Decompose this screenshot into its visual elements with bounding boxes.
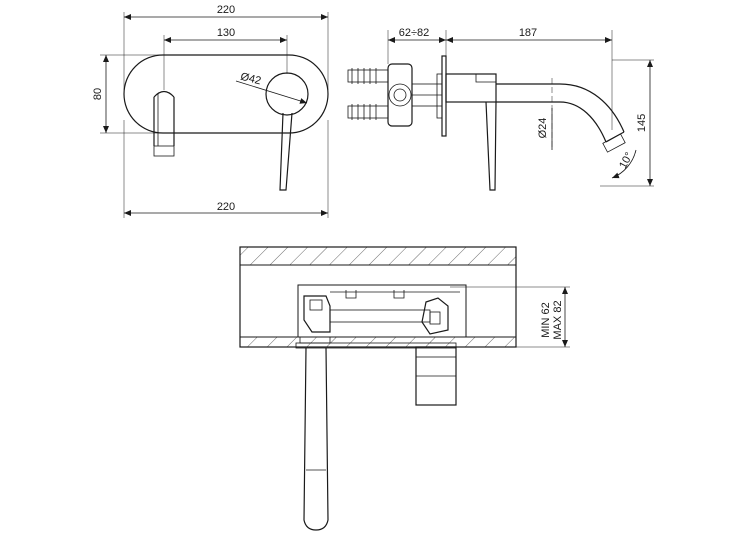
inlet-connectors <box>347 68 389 120</box>
label-42: Ø42 <box>239 71 262 88</box>
wall-plate <box>123 54 329 134</box>
dim-arc-10 <box>611 149 637 179</box>
top-view: MIN 62 MAX 82 <box>239 246 570 531</box>
valve-body <box>387 63 413 127</box>
label-80: 80 <box>92 88 104 100</box>
lever-side <box>485 101 497 191</box>
front-view: 220 130 80 Ø42 220 <box>92 4 329 218</box>
spout-top <box>415 346 457 406</box>
label-145: 145 <box>636 114 648 132</box>
label-10-deg: 10° <box>617 150 635 170</box>
lever-front <box>279 112 293 191</box>
wall-hatch-bottom <box>239 336 517 348</box>
label-220-bottom: 220 <box>217 201 235 213</box>
label-max-82: MAX 82 <box>552 300 564 339</box>
wall-plate-side <box>441 55 447 137</box>
side-view: 62÷82 187 Ø24 145 10° <box>347 27 654 191</box>
label-62-82: 62÷82 <box>399 27 430 39</box>
spout-front <box>153 90 175 157</box>
label-220-top: 220 <box>217 4 235 16</box>
label-24: Ø24 <box>537 118 549 139</box>
wall-hatch-top <box>239 246 517 266</box>
spout-side <box>496 83 626 153</box>
label-187: 187 <box>519 27 537 39</box>
dim-line-42 <box>235 80 308 104</box>
valve-assembly-top <box>299 290 460 344</box>
label-min-62: MIN 62 <box>540 302 552 337</box>
label-130: 130 <box>217 27 235 39</box>
lever-top <box>303 347 329 531</box>
handle-circle <box>265 72 309 116</box>
